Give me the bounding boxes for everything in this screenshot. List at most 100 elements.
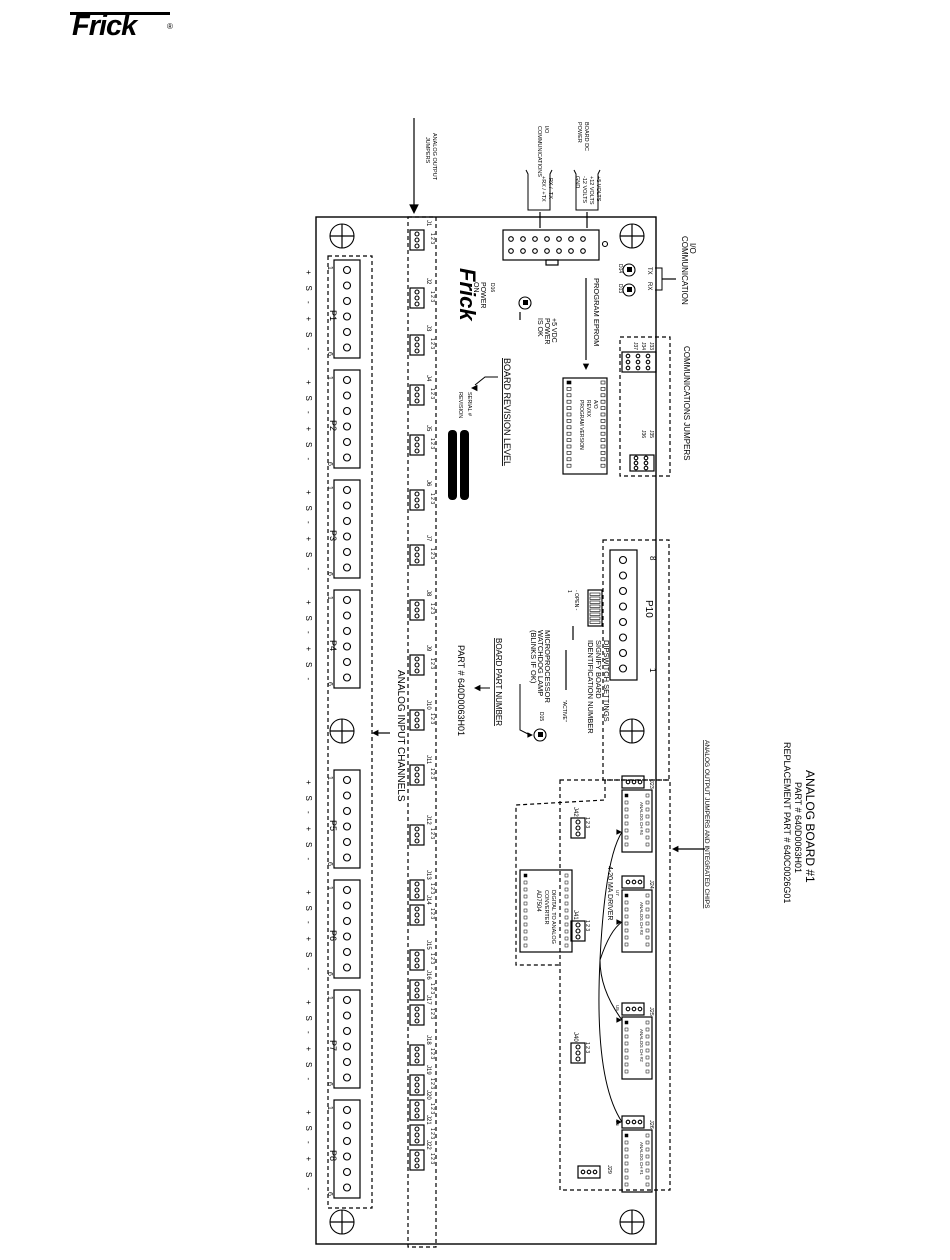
jumper-label-J6: J6	[425, 480, 431, 487]
driver-label: 4-20 MA DRIVER	[606, 866, 613, 920]
analog-input-arrow	[372, 729, 379, 737]
middle-jumper-J41-pin-2	[575, 934, 581, 940]
comm-jumper-pin-b-0-2	[633, 465, 639, 471]
jumper-label-J14: J14	[425, 895, 431, 905]
eprom-pin-left-7	[566, 425, 572, 430]
watchdog-led-d15	[533, 728, 547, 742]
channel-chip-2-pin-right-6	[645, 1062, 650, 1067]
dac-pin-left-10	[523, 943, 528, 948]
right-jumper-J25-pin-1	[631, 1006, 637, 1012]
jumper-J20	[409, 1099, 425, 1121]
micro-label-0: MICROPROCESSOR	[543, 630, 552, 704]
terminal-P4-pin-0	[342, 595, 352, 605]
channel-chip-3-pin1	[625, 1134, 628, 1137]
tx-label: TX	[646, 267, 652, 275]
right-jumper-J26-pin-2	[637, 1119, 643, 1125]
main-connector-pin-top-1	[520, 236, 526, 242]
middle-jumper-pins-J42: 1 2 3	[584, 817, 590, 828]
terminal-P7-signal-0: +	[304, 1000, 313, 1005]
right-jumper-J23-pin-2	[637, 779, 643, 785]
d14-label: D14	[617, 264, 623, 273]
main-connector-pin-top-2	[532, 236, 538, 242]
dipswitch-bit-1	[589, 596, 601, 600]
terminal-P1-pin-5	[342, 343, 352, 352]
channel-chip-2-pin-left-5	[624, 1055, 629, 1060]
dac-pin-left-7	[523, 922, 528, 927]
channel-chip-2-pin-right-0	[645, 1020, 650, 1025]
terminal-P5-signal-1: S	[304, 796, 313, 801]
channel-chip-1-pin-left-4	[624, 921, 629, 926]
main-connector	[502, 229, 600, 261]
channel-chip-0-pin-left-3	[624, 814, 629, 819]
board-revision-label: BOARD REVISION LEVEL	[502, 358, 512, 466]
middle-jumper-J42-pin-1	[575, 825, 581, 831]
driver-arrow-ch1	[598, 959, 623, 1123]
eprom-pin-right-0	[600, 380, 606, 385]
channel-chip-1-pin-left-5	[624, 928, 629, 933]
terminal-P4-pin-4	[342, 657, 352, 667]
jumper-J12-pin2	[414, 832, 420, 838]
main-connector-pin-top-3	[544, 236, 550, 242]
jumper-J16-pin3	[414, 993, 420, 999]
channel-chip-0	[621, 789, 653, 853]
jumper-J16	[409, 979, 425, 1001]
jumper-label-J21: J21	[425, 1115, 431, 1125]
eprom-pin-left-12	[566, 457, 572, 462]
jumper-pins-J8: 1 2 3	[429, 603, 435, 614]
channel-chip-0-pin-left-7	[624, 842, 629, 847]
channel-chip-1	[621, 889, 653, 953]
logo-bar-top	[70, 12, 170, 15]
jumper-J22-pin2	[414, 1157, 420, 1163]
middle-jumper-J42	[570, 817, 586, 839]
channel-chip-1-pin1	[625, 894, 628, 897]
main-connector-pin-bottom-5	[568, 248, 574, 254]
p10-pin-3	[618, 602, 628, 611]
jumper-J1-pin1	[414, 231, 420, 237]
terminal-label-P3: P3	[328, 530, 338, 541]
title-line2: PART # 640D0063H01	[793, 782, 803, 873]
terminal-P3-signal-4: S	[304, 552, 313, 557]
dac-pin-right-10	[564, 943, 569, 948]
terminal-label-P8: P8	[328, 1150, 338, 1161]
terminal-P5-signal-5: -	[304, 858, 313, 861]
right-jumper-label-J24: J24	[648, 880, 654, 889]
terminal-P3-pin-3	[342, 532, 352, 541]
terminal-P8-signal-3: +	[304, 1157, 313, 1162]
logo-text: Frick	[72, 10, 137, 42]
jumper-J13-pin1	[414, 881, 420, 887]
jumper-J14-pin1	[414, 906, 420, 912]
jumper-J1-pin3	[414, 243, 420, 249]
micro-label-1: WATCHDOG LAMP	[536, 630, 545, 696]
terminal-P7-signal-2: -	[304, 1031, 313, 1034]
terminal-P4-signal-5: -	[304, 678, 313, 681]
comm-jumper-block-1	[621, 351, 657, 373]
jumper-J5-pin2	[414, 442, 420, 448]
jumper-J14	[409, 904, 425, 926]
jumper-J18-pin2	[414, 1052, 420, 1058]
channel-chip-0-pin-right-3	[645, 814, 650, 819]
channel-chip-1-pin-right-3	[645, 914, 650, 919]
terminal-P5-signal-0: +	[304, 780, 313, 785]
jumper-J21	[409, 1124, 425, 1146]
terminal-P8-signal-5: -	[304, 1188, 313, 1191]
middle-jumper-J40	[570, 1042, 586, 1064]
comm-jumper-pin-b-1-1	[643, 460, 649, 466]
dipswitch-bit-4	[589, 608, 601, 612]
jumper-J22-pin1	[414, 1151, 420, 1157]
channel-chip-label-0: ANALOG CH #4	[639, 802, 644, 835]
comm-jumper-pin-a-0-1	[625, 359, 631, 365]
terminal-P6-pin-4	[342, 947, 352, 957]
channel-chip-0-pin-right-0	[645, 793, 650, 798]
power-pin-label-1: +12 VOLTS	[588, 176, 594, 205]
terminal-P8-first: 1	[326, 1106, 333, 1110]
dac-pin-left-9	[523, 936, 528, 941]
jumper-J6-pin1	[414, 491, 420, 497]
jumper-J2-pin1	[414, 289, 420, 295]
jumper-J12-pin1	[414, 826, 420, 832]
open-label: - OPEN -	[573, 590, 579, 611]
terminal-P6-signal-5: -	[304, 968, 313, 971]
jumper-J18	[409, 1044, 425, 1066]
jumper-j29	[577, 1165, 601, 1179]
jumper-pins-J17: 1 2 3	[429, 1008, 435, 1019]
terminal-P8-pin-4	[342, 1167, 352, 1177]
